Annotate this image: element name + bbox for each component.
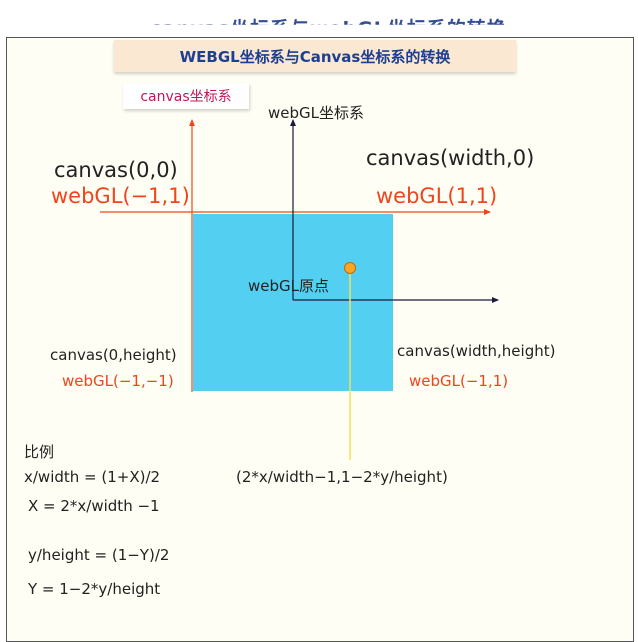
bottom-left-canvas-label: canvas(0,height) [50,346,177,364]
sample-point [344,262,356,274]
slide-title-text: WEBGL坐标系与Canvas坐标系的转换 [179,47,451,66]
webgl-origin-label: webGL原点 [248,277,329,295]
canvas-tag-text: canvas坐标系 [140,89,232,105]
ratio-heading: 比例 [24,443,55,461]
ghost-title: canvas坐标系与webGL坐标系的转换 [150,18,507,40]
x-ratio-formula: x/width = (1+X)/2 [24,468,161,486]
top-right-canvas-label: canvas(width,0) [366,146,535,170]
slide-title: WEBGL坐标系与Canvas坐标系的转换 [114,40,516,72]
top-left-canvas-label: canvas(0,0) [54,158,178,182]
x-solved-formula: X = 2*x/width −1 [28,497,160,515]
top-right-webgl-label: webGL(1,1) [376,184,498,208]
bottom-left-webgl-label: webGL(−1,−1) [62,372,174,390]
y-ratio-formula: y/height = (1−Y)/2 [28,546,170,564]
top-left-webgl-label: webGL(−1,1) [51,184,190,208]
bottom-right-webgl-label: webGL(−1,1) [409,372,509,390]
bottom-right-canvas-label: canvas(width,height) [397,342,556,360]
y-solved-formula: Y = 1−2*y/height [28,580,161,598]
point-formula-label: (2*x/width−1,1−2*y/height) [236,468,448,486]
canvas-coordinate-tag: canvas坐标系 [123,83,249,109]
webgl-axis-label: webGL坐标系 [268,104,364,122]
